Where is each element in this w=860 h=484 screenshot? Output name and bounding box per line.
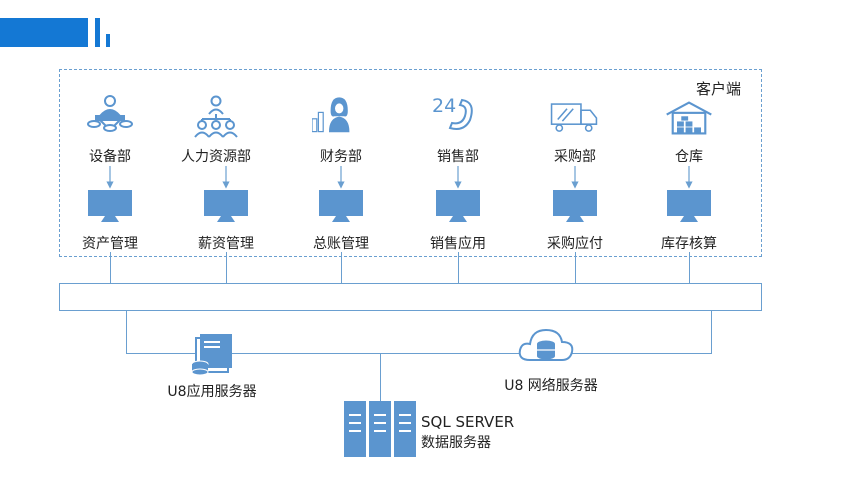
dept-label-warehouse: 仓库 [675,149,703,165]
connector-hr [226,252,227,283]
svg-text:24: 24 [432,95,456,117]
monitor-icon-hr [204,190,248,222]
woman-finance-icon [312,97,350,133]
connector-sales [458,252,459,283]
connector-purchasing [575,252,576,283]
module-label-ledger: 总账管理 [313,236,369,252]
phone-24h-icon: 24 [432,95,473,130]
monitor-icon-purchasing [553,190,597,222]
org-people-icon [194,95,238,138]
cloud-server-icon [518,328,574,361]
dept-label-sales: 销售部 [437,149,479,165]
sql-drop-line [380,353,381,401]
sql-server-icon [344,401,416,457]
bus-drop-right [711,311,712,353]
monitor-icon-warehouse [667,190,711,222]
header-accent-stripe-1 [95,18,100,47]
module-label-sales-app: 销售应用 [430,236,486,252]
server-link-line [126,353,712,354]
module-label-payables: 采购应付 [547,236,603,252]
dept-label-purchasing: 采购部 [554,149,596,165]
client-label: 客户端 [696,80,742,98]
bus-drop-left [126,311,127,353]
app-server-label: U8应用服务器 [167,384,257,400]
sql-server-label-line1: SQL SERVER [421,413,515,431]
people-meeting-icon [87,95,133,132]
client-group-box [59,69,762,257]
truck-icon [550,103,598,132]
network-bus [59,283,762,311]
connector-equipment [110,252,111,283]
warehouse-icon [666,101,712,135]
module-label-payroll: 薪资管理 [198,236,254,252]
dept-label-finance: 财务部 [320,149,362,165]
dept-label-hr: 人力资源部 [181,149,251,165]
dept-label-equipment: 设备部 [89,149,131,165]
header-accent-stripe-2 [106,34,110,47]
monitor-icon-sales [436,190,480,222]
header-accent-bar [0,18,88,47]
app-server-icon [191,334,232,376]
connector-finance [341,252,342,283]
monitor-icon-finance [319,190,363,222]
sql-server-label-line2: 数据服务器 [421,435,491,451]
monitor-icon-equipment [88,190,132,222]
network-server-label: U8 网络服务器 [504,378,598,394]
module-label-assets: 资产管理 [82,236,138,252]
connector-warehouse [689,252,690,283]
module-label-inventory: 库存核算 [661,236,717,252]
